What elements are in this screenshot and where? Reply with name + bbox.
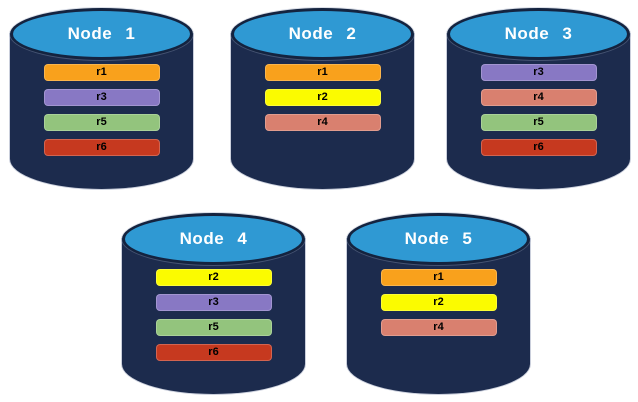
replica-label: r4	[533, 91, 544, 103]
replica-bar-r4: r4	[380, 319, 497, 336]
node-label: Node 2	[288, 24, 357, 43]
replica-label: r4	[433, 321, 444, 333]
replica-label: r5	[533, 116, 544, 128]
cylinder-top-ellipse: Node 5	[347, 213, 530, 265]
replica-label: r3	[96, 91, 107, 103]
cylinder-top-ellipse: Node 1	[10, 8, 193, 60]
node-cylinder: Node 4 r2 r3 r5 r6	[122, 213, 305, 394]
replica-bar-r5: r5	[43, 114, 160, 131]
replica-list: r1 r2 r4	[231, 64, 414, 131]
replica-label: r2	[208, 271, 219, 283]
node-label: Node 3	[504, 24, 573, 43]
replica-list: r1 r3 r5 r6	[10, 64, 193, 156]
node-cylinder: Node 3 r3 r4 r5 r6	[447, 8, 630, 189]
replica-label: r3	[208, 296, 219, 308]
cylinder-top-ellipse: Node 3	[447, 8, 630, 60]
replica-label: r1	[433, 271, 444, 283]
replica-list: r3 r4 r5 r6	[447, 64, 630, 156]
replica-label: r5	[96, 116, 107, 128]
replica-bar-r6: r6	[155, 344, 272, 361]
cylinder-top-ellipse: Node 2	[231, 8, 414, 60]
replica-bar-r2: r2	[264, 89, 381, 106]
replica-bar-r1: r1	[264, 64, 381, 81]
replica-label: r5	[208, 321, 219, 333]
replica-label: r2	[317, 91, 328, 103]
replica-bar-r2: r2	[155, 269, 272, 286]
replica-bar-r3: r3	[43, 89, 160, 106]
replica-bar-r5: r5	[155, 319, 272, 336]
replica-bar-r1: r1	[43, 64, 160, 81]
replica-bar-r5: r5	[480, 114, 597, 131]
replica-label: r6	[96, 141, 107, 153]
node-label: Node 5	[404, 229, 473, 248]
node-cylinder: Node 1 r1 r3 r5 r6	[10, 8, 193, 189]
replica-bar-r1: r1	[380, 269, 497, 286]
replica-bar-r4: r4	[480, 89, 597, 106]
node-cylinder: Node 2 r1 r2 r4	[231, 8, 414, 189]
replica-label: r1	[317, 66, 328, 78]
replica-label: r2	[433, 296, 444, 308]
replica-bar-r6: r6	[480, 139, 597, 156]
replica-label: r1	[96, 66, 107, 78]
replica-bar-r3: r3	[480, 64, 597, 81]
replica-bar-r2: r2	[380, 294, 497, 311]
cylinder-top-ellipse: Node 4	[122, 213, 305, 265]
replica-label: r6	[208, 346, 219, 358]
node-label: Node 4	[179, 229, 248, 248]
replica-bar-r6: r6	[43, 139, 160, 156]
replica-label: r6	[533, 141, 544, 153]
replica-list: r2 r3 r5 r6	[122, 269, 305, 361]
replica-list: r1 r2 r4	[347, 269, 530, 336]
replica-bar-r3: r3	[155, 294, 272, 311]
node-cylinder: Node 5 r1 r2 r4	[347, 213, 530, 394]
replica-bar-r4: r4	[264, 114, 381, 131]
replica-label: r3	[533, 66, 544, 78]
replica-label: r4	[317, 116, 328, 128]
node-label: Node 1	[67, 24, 136, 43]
